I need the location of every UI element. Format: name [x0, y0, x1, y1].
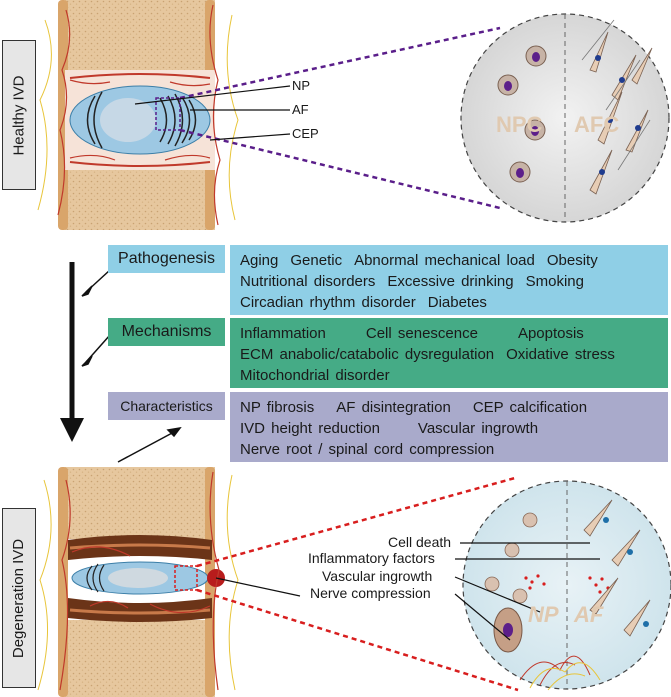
np-zoom-label: NP: [528, 602, 559, 627]
np-label: NP: [292, 78, 311, 93]
mechanisms-title: Mechanisms: [108, 318, 225, 346]
characteristics-title: Characteristics: [108, 392, 225, 420]
progression-arrow: [60, 262, 84, 442]
characteristics-line-3: Nerve root / spinal cord compression: [240, 441, 495, 458]
healthy-ivd-label: Healthy IVD: [2, 40, 36, 190]
degeneration-spine: [37, 467, 239, 697]
healthy-zoom-circle: [460, 13, 670, 223]
af-label: AF: [292, 102, 309, 117]
inflammatory-factors-label: Inflammatory factors: [308, 550, 435, 566]
healthy-spine: [37, 0, 239, 230]
pathogenesis-title: Pathogenesis: [108, 245, 225, 273]
mechanisms-line-3: Mitochondrial disorder: [240, 367, 390, 384]
npc-label: NPC: [496, 112, 543, 137]
cell-death-label: Cell death: [388, 534, 452, 550]
af-zoom-label: AF: [574, 602, 604, 627]
vascular-ingrowth-label: Vascular ingrowth: [322, 568, 433, 584]
degeneration-ivd-label: Degeneration IVD: [2, 508, 36, 688]
afc-label: AFC: [574, 112, 620, 137]
cep-label: CEP: [292, 126, 319, 141]
degeneration-zoom-circle: [462, 480, 671, 691]
nerve-compression-label: Nerve compression: [310, 585, 431, 601]
